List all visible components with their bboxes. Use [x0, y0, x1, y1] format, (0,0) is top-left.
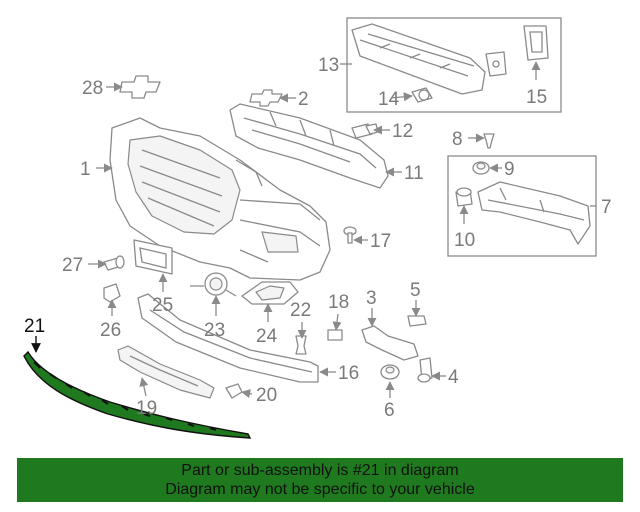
callout-12: 12: [392, 121, 413, 142]
part-8-pin[interactable]: [483, 133, 495, 149]
part-23-fog-lamp[interactable]: [190, 272, 237, 297]
callout-15: 15: [526, 87, 547, 108]
part-11-energy-absorber[interactable]: [229, 103, 389, 189]
sub-assembly-box-upper: [346, 17, 562, 113]
callout-4: 4: [448, 367, 459, 388]
part-9-nut[interactable]: [472, 161, 490, 175]
part-28-emblem[interactable]: [119, 75, 161, 99]
callout-11: 11: [404, 163, 424, 184]
part-27-screw[interactable]: [103, 255, 125, 271]
part-5-clip[interactable]: [407, 315, 427, 327]
part-17-push-pin[interactable]: [343, 226, 357, 244]
callout-25: 25: [152, 295, 173, 316]
callout-22: 22: [290, 300, 311, 321]
part-10-stud[interactable]: [455, 187, 473, 207]
callout-26: 26: [100, 320, 121, 341]
part-1-bumper-cover[interactable]: [109, 117, 331, 281]
callout-5: 5: [410, 280, 421, 301]
callout-23: 23: [204, 320, 225, 341]
part-12-bolt[interactable]: [351, 123, 379, 139]
part-14-bolt[interactable]: [411, 87, 433, 103]
callout-18: 18: [328, 292, 349, 313]
part-4-bolt[interactable]: [417, 357, 433, 383]
callout-24: 24: [256, 326, 278, 347]
part-16-lower-valance[interactable]: [137, 293, 319, 383]
leader-lines: [31, 61, 596, 399]
callout-20: 20: [256, 385, 277, 406]
info-banner: Part or sub-assembly is #21 in diagram D…: [17, 458, 623, 502]
callout-27: 27: [62, 255, 83, 276]
callout-9: 9: [504, 159, 515, 180]
callout-1: 1: [80, 159, 91, 180]
callout-3: 3: [366, 288, 377, 309]
part-24-fog-bezel[interactable]: [241, 281, 299, 305]
callout-21-highlighted: 21: [24, 316, 45, 337]
part-13-upper-reinforcement[interactable]: [351, 23, 486, 95]
callout-7: 7: [601, 197, 612, 218]
callout-16: 16: [338, 363, 359, 384]
part-3-lower-bracket[interactable]: [361, 325, 419, 361]
part-26-clip[interactable]: [103, 283, 121, 303]
callout-10: 10: [454, 230, 475, 251]
part-7-lower-bracket[interactable]: [477, 181, 591, 245]
callout-2: 2: [298, 89, 309, 110]
banner-line-part-info: Part or sub-assembly is #21 in diagram: [181, 462, 459, 479]
part-20-clip[interactable]: [225, 383, 243, 399]
callout-28: 28: [82, 78, 103, 99]
part-6-nut[interactable]: [380, 364, 400, 380]
part-2-emblem[interactable]: [249, 89, 283, 107]
part-22-pin[interactable]: [295, 335, 307, 355]
part-13-clip: [485, 51, 507, 77]
callout-19: 19: [136, 398, 157, 419]
callout-6: 6: [384, 400, 395, 421]
callout-17: 17: [370, 231, 391, 252]
part-21-air-deflector-highlighted[interactable]: [23, 350, 252, 439]
part-25-license-bracket[interactable]: [133, 239, 173, 275]
part-18-clip[interactable]: [327, 329, 343, 341]
callout-8: 8: [452, 129, 463, 150]
part-15-bracket[interactable]: [523, 25, 549, 61]
callout-13: 13: [318, 55, 339, 76]
callout-14: 14: [378, 89, 400, 110]
exploded-parts-diagram: 13 14 15 28 2 12 8 9 11 10 7 1 17 27 25 …: [23, 17, 612, 439]
callout-labels: 13 14 15 28 2 12 8 9 11 10 7 1 17 27 25 …: [24, 55, 612, 421]
part-19-lower-deflector[interactable]: [117, 345, 215, 399]
banner-line-disclaimer: Diagram may not be specific to your vehi…: [165, 481, 475, 498]
